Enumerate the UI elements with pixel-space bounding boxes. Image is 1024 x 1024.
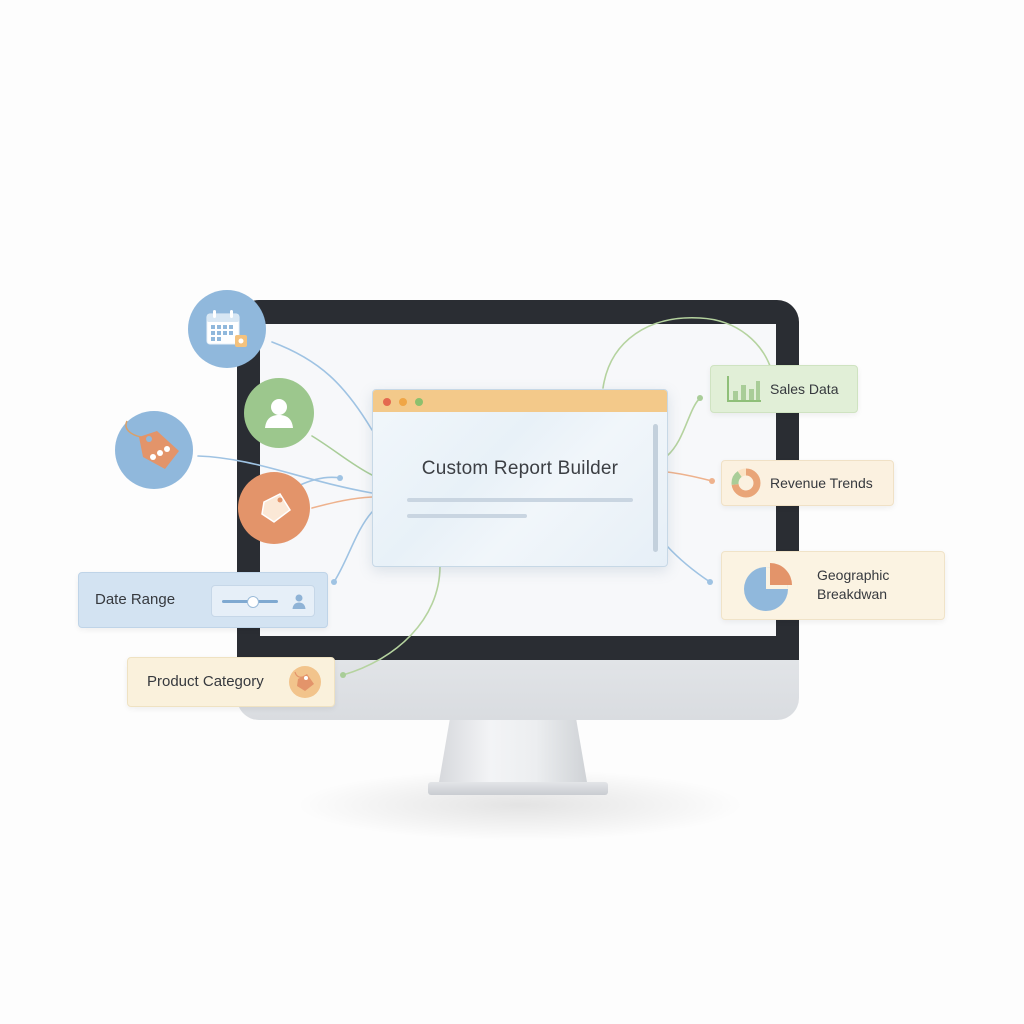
placeholder-line: [407, 514, 527, 518]
tag-badge-center[interactable]: [238, 472, 310, 544]
bar-chart-icon: [727, 376, 761, 402]
date-range-card[interactable]: Date Range: [78, 572, 328, 628]
price-tag-icon: [125, 420, 179, 469]
product-category-card[interactable]: Product Category: [127, 657, 335, 707]
placeholder-line: [407, 498, 633, 502]
window-scrollbar[interactable]: [653, 424, 658, 552]
price-tag-icon: [294, 671, 314, 691]
calendar-badge[interactable]: [188, 290, 266, 368]
price-tag-icon: [261, 493, 292, 523]
date-range-label: Date Range: [95, 591, 176, 608]
user-icon: [292, 594, 306, 609]
calendar-icon: [206, 310, 247, 347]
tag-badge-left[interactable]: [115, 411, 193, 489]
report-builder-window[interactable]: Custom Report Builder: [372, 389, 668, 567]
window-title: Custom Report Builder: [421, 458, 619, 479]
monitor-stand-base: [428, 782, 608, 795]
product-category-label: Product Category: [147, 673, 264, 690]
sales-data-card[interactable]: Sales Data: [710, 365, 858, 413]
date-range-slider[interactable]: [211, 585, 315, 617]
user-icon: [265, 399, 293, 428]
revenue-trends-label: Revenue Trends: [770, 475, 873, 491]
slider-thumb[interactable]: [246, 596, 259, 608]
monitor-stand-neck: [438, 718, 588, 788]
window-titlebar[interactable]: [373, 390, 667, 412]
pie-chart-icon: [744, 563, 792, 611]
revenue-trends-card[interactable]: Revenue Trends: [721, 460, 894, 506]
geographic-label-line2: Breakdwan: [817, 586, 888, 602]
window-close-dot[interactable]: [383, 398, 391, 406]
sales-data-label: Sales Data: [770, 381, 839, 397]
user-badge[interactable]: [244, 378, 314, 448]
donut-chart-icon: [731, 468, 761, 498]
geographic-label-line1: Geographic: [817, 567, 890, 583]
product-tag-badge: [289, 666, 321, 698]
window-minimize-dot[interactable]: [399, 398, 407, 406]
window-maximize-dot[interactable]: [415, 398, 423, 406]
geographic-breakdown-card[interactable]: Geographic Breakdwan: [721, 551, 945, 620]
